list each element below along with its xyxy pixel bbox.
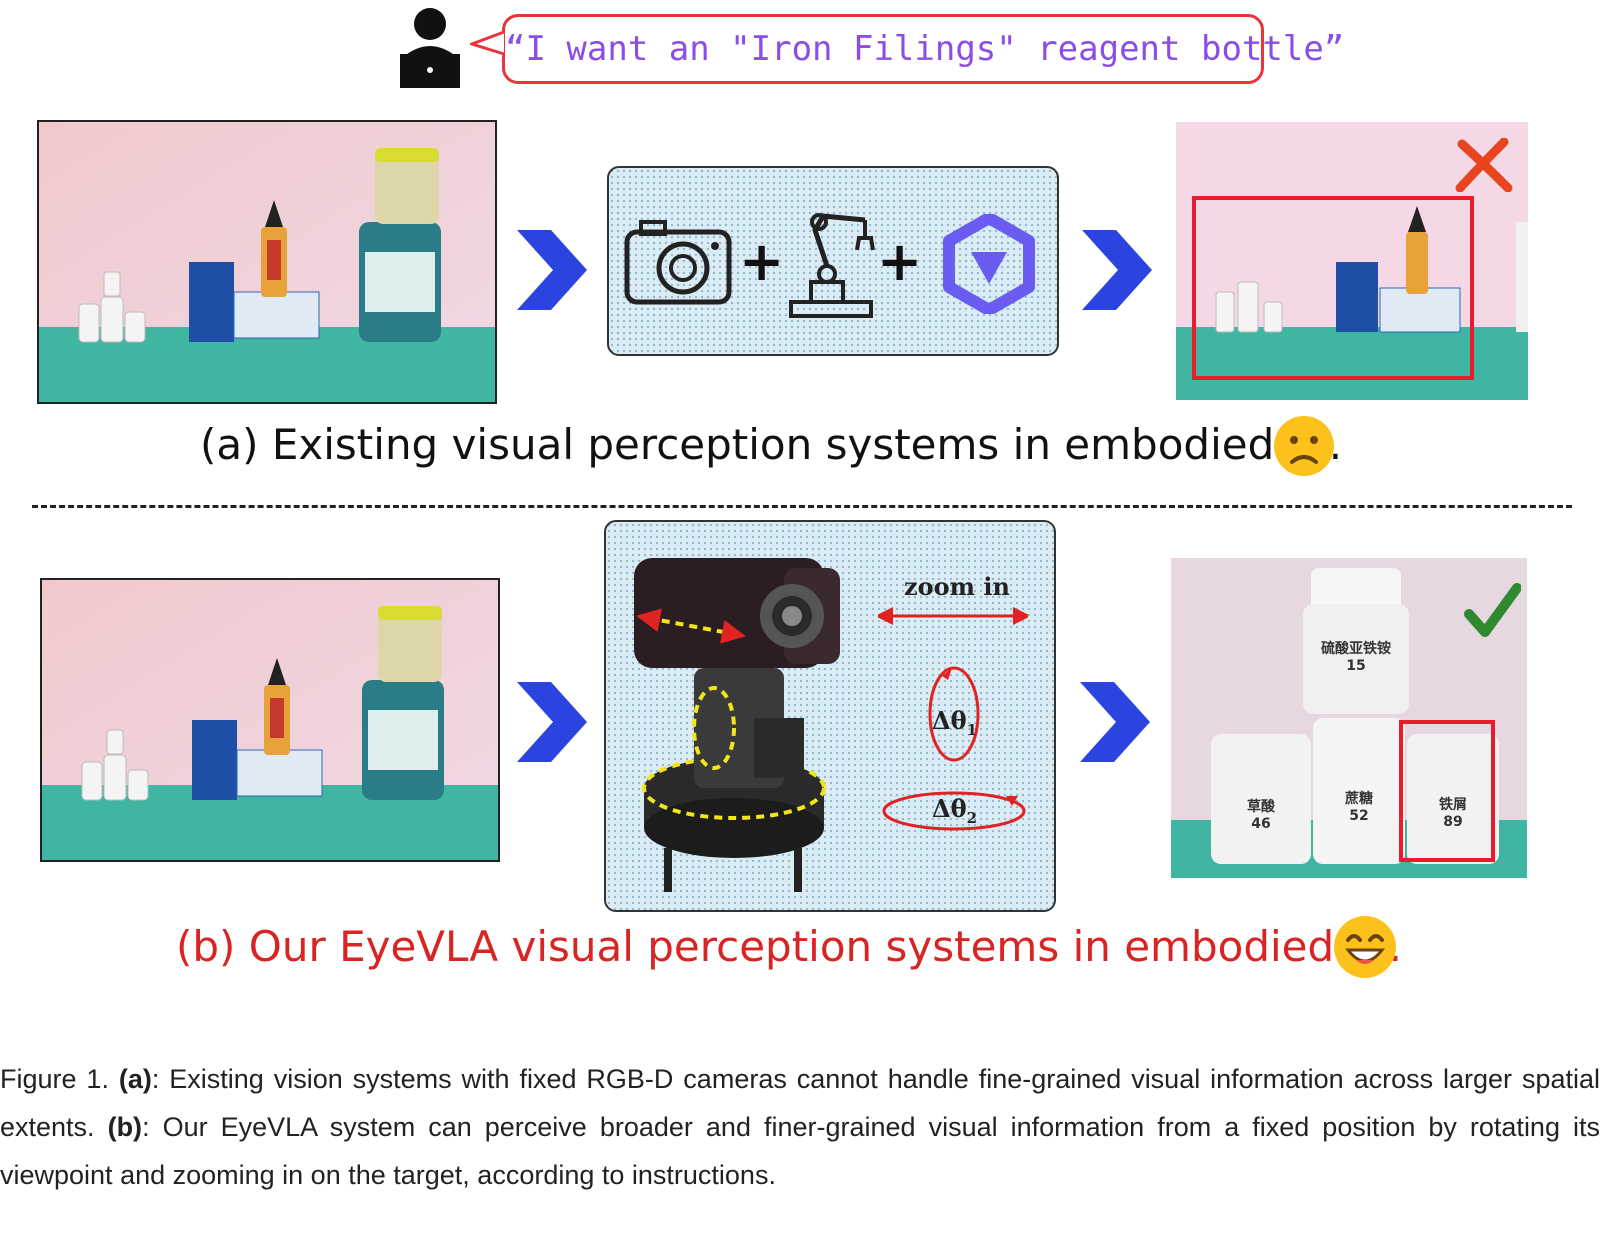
bottle-label-1: 草酸 46	[1211, 796, 1311, 832]
bottle-number: 89	[1443, 814, 1463, 830]
bottle-number: 52	[1349, 808, 1369, 824]
bottle-label-top: 硫酸亚铁铵 15	[1303, 638, 1409, 674]
caption-panel-a: (a) Existing visual perception systems i…	[200, 420, 1343, 469]
caption-a-text: : Existing vision systems with fixed RGB…	[0, 1064, 1600, 1142]
chevron-right-icon	[517, 682, 587, 762]
caption-b-label: (b)	[107, 1112, 143, 1142]
camera-icon	[624, 220, 732, 305]
caption-b-text: : Our EyeVLA system can perceive broader…	[0, 1112, 1600, 1190]
zoom-in-label: zoom in	[904, 572, 1010, 601]
bottle-number: 15	[1346, 658, 1366, 674]
fixed-system-panel: + +	[607, 166, 1059, 356]
bottle-label-3: 铁屑 89	[1407, 794, 1499, 830]
chevron-right-icon	[1082, 230, 1152, 310]
caption-prefix: Figure 1.	[0, 1064, 119, 1094]
bottle-name: 硫酸亚铁铵	[1321, 641, 1391, 657]
caption-a-label: (a)	[118, 1064, 152, 1094]
check-mark-icon	[1464, 583, 1521, 637]
chevron-right-icon	[1080, 682, 1150, 762]
scene-photo-b	[40, 578, 500, 862]
correct-target-box	[1399, 720, 1495, 862]
tilt-rotation-ellipse	[928, 666, 980, 762]
pan-rotation-ellipse	[882, 791, 1026, 831]
figure-caption: Figure 1. (a): Existing vision systems w…	[0, 1055, 1600, 1199]
zoom-arrow	[878, 607, 1028, 625]
bottle-name: 草酸	[1247, 799, 1275, 815]
bottle-label-2: 蔗糖 52	[1313, 788, 1405, 824]
section-divider	[32, 505, 1572, 508]
instruction-text: “I want an "Iron Filings" reagent bottle…	[505, 29, 1345, 69]
rotation-1-subscript: 1	[966, 720, 978, 739]
bottle-name: 蔗糖	[1345, 791, 1373, 807]
result-photo-b: 硫酸亚铁铵 15 草酸 46 蔗糖 52 铁屑 89	[1171, 558, 1527, 878]
result-photo-a	[1176, 122, 1528, 400]
scene-photo-a	[37, 120, 497, 404]
happy-face-icon	[1334, 916, 1396, 978]
eyevla-system-panel: zoom in Δθ1 Δθ2	[604, 520, 1056, 912]
plus-sign-2: +	[877, 230, 923, 293]
chevron-right-icon	[517, 230, 587, 310]
vlm-logo-icon	[943, 214, 1035, 314]
rotation-2-label: Δθ2	[932, 794, 978, 827]
bubble-tail	[470, 30, 505, 56]
user-laptop-icon	[392, 4, 468, 90]
pan-tilt-camera-image	[634, 558, 840, 892]
bottle-number: 46	[1251, 816, 1271, 832]
cross-mark-icon	[1455, 138, 1513, 192]
sad-face-icon	[1274, 416, 1334, 476]
caption-panel-b: (b) Our EyeVLA visual perception systems…	[176, 922, 1402, 971]
rotation-2-subscript: 2	[966, 808, 978, 827]
bottle-name: 铁屑	[1439, 797, 1467, 813]
instruction-bubble: “I want an "Iron Filings" reagent bottle…	[502, 14, 1345, 84]
wrong-target-box	[1192, 196, 1474, 380]
plus-sign-1: +	[739, 230, 785, 293]
rotation-1-label: Δθ1	[932, 706, 978, 739]
robot-arm-icon	[789, 213, 875, 318]
